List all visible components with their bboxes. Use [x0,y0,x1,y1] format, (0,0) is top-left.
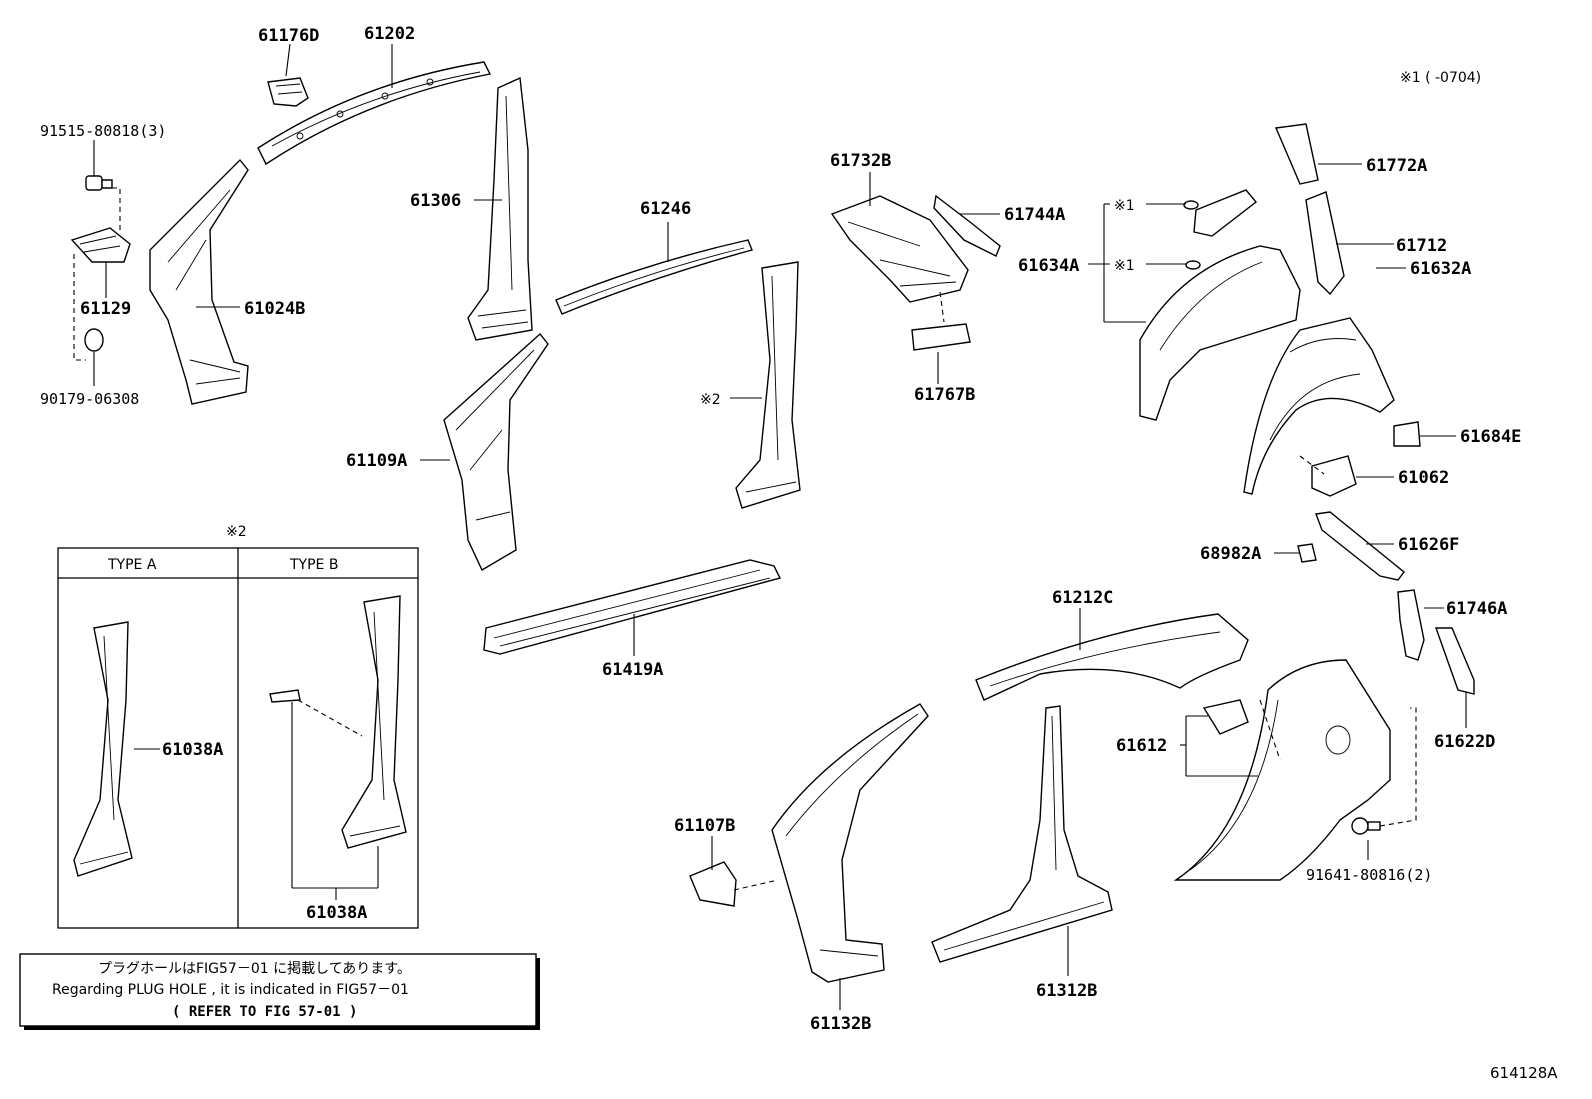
label-61767B: 61767B [914,385,975,405]
label-61024B: 61024B [244,299,305,319]
part-61212C-drawing [975,613,1249,701]
label-61684E: 61684E [1460,427,1521,447]
part-90179-drawing [84,328,104,352]
part-61062-drawing [1311,455,1357,497]
label-61062: 61062 [1398,468,1449,488]
part-61038A-type-b-drawing [269,595,407,849]
part-61732B-drawing [830,195,969,303]
type-comparison-box: TYPE A TYPE B [57,547,419,929]
label-61132B: 61132B [810,1014,871,1034]
label-68982A: 68982A [1200,544,1261,564]
part-61109A-drawing [443,332,549,571]
part-61634A-drawing [1139,189,1301,421]
part-61767B-drawing [911,323,971,351]
marker-ref1-upper: ※1 [1114,198,1135,214]
part-61312B-drawing [931,705,1113,963]
type-a-header: TYPE A [107,557,157,573]
label-61744A: 61744A [1004,205,1065,225]
note-line-jp: プラグホールはFIG57－01 に掲載してあります。 [98,961,411,977]
part-61626F-drawing [1315,511,1405,581]
label-61732B: 61732B [830,151,891,171]
note-line-en: Regarding PLUG HOLE , it is indicated in… [52,982,409,998]
part-61024B-drawing [149,158,249,405]
part-labels: 61176D 61202 91515-80818(3) 61306 61129 … [40,24,1521,1034]
plug-hole-note-box: プラグホールはFIG57－01 に掲載してあります。 Regarding PLU… [19,953,540,1030]
part-91641-drawing [1351,817,1381,835]
part-61202-drawing [257,61,492,166]
label-61626F: 61626F [1398,535,1459,555]
part-61744A-drawing [933,194,1001,257]
label-61109A: 61109A [346,451,407,471]
part-61419A-drawing [483,559,782,655]
part-61746A-drawing [1397,589,1425,661]
leader-lines [93,43,1467,1010]
label-61038A-type-a: 61038A [162,740,223,760]
part-61622D-drawing [1435,627,1475,695]
marker-ref1-lower: ※1 [1114,258,1135,274]
part-pillar-ref2-drawing [735,261,801,509]
label-61634A: 61634A [1018,256,1079,276]
label-61622D: 61622D [1434,732,1495,752]
part-quarter-panel-drawing [1173,659,1391,881]
label-61212C: 61212C [1052,588,1113,608]
figure-code: 614128A [1490,1064,1558,1082]
label-91515-80818: 91515-80818(3) [40,122,166,140]
label-61712: 61712 [1396,236,1447,256]
part-61772A-drawing [1274,123,1319,185]
part-61612-drawing [1202,699,1249,735]
part-61176D-drawing [267,77,309,107]
part-61129-drawing [70,227,131,263]
label-61129: 61129 [80,299,131,319]
part-61632A-drawing [1243,317,1395,495]
label-61306: 61306 [410,191,461,211]
part-68982A-drawing [1297,543,1317,563]
part-61038A-type-a-drawing [73,621,133,877]
label-61176D: 61176D [258,26,319,46]
label-61772A: 61772A [1366,156,1427,176]
label-61612: 61612 [1116,736,1167,756]
label-61038A-type-b: 61038A [306,903,367,923]
type-b-header: TYPE B [289,557,338,573]
applicability-note: ※1 ( -0704) [1400,70,1481,86]
reference-markers: ※2 ※1 ※1 ※2 ※1 ( -0704) [226,70,1481,540]
label-61107B: 61107B [674,816,735,836]
label-61246: 61246 [640,199,691,219]
part-61306-drawing [467,76,533,341]
part-91515-drawing [85,175,113,191]
part-61712-drawing [1305,191,1345,296]
part-61684E-drawing [1393,421,1421,447]
dashed-connectors [73,187,1417,891]
label-61632A: 61632A [1410,259,1471,279]
part-61132B-drawing [771,703,929,983]
note-line-ref: ( REFER TO FIG 57-01 ) [172,1004,357,1020]
label-91641-80816: 91641-80816(2) [1306,866,1432,884]
label-61312B: 61312B [1036,981,1097,1001]
label-90179-06308: 90179-06308 [40,390,139,408]
marker-ref2-pillar: ※2 [700,392,721,408]
part-61246-drawing [555,239,753,315]
label-61746A: 61746A [1446,599,1507,619]
part-61107B-drawing [689,861,737,907]
marker-ref2-box: ※2 [226,524,247,540]
label-61202: 61202 [364,24,415,44]
label-61419A: 61419A [602,660,663,680]
